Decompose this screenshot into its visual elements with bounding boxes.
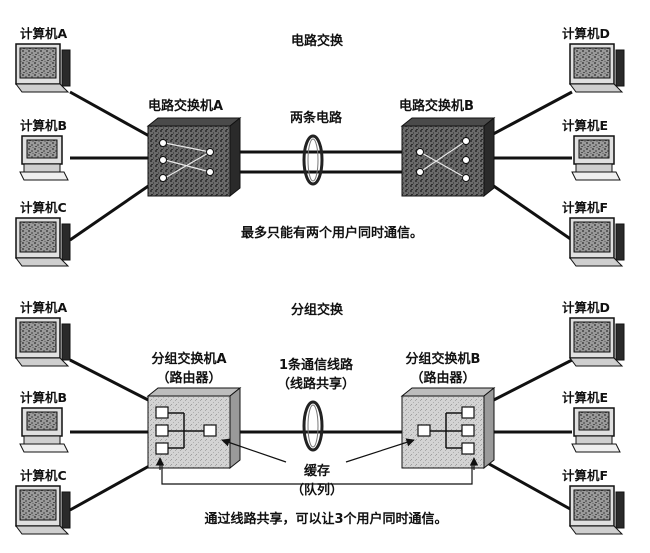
circuit-switching-title: 电路交换 [290,34,344,49]
packet-switch-a-label: 分组交换机A （路由器） [151,352,227,386]
computer-e-label: 计算机E [562,390,609,405]
circuit-caption: 最多只能有两个用户同时通信。 [240,226,424,241]
computer-icon [15,485,71,535]
computer-icon [569,217,625,267]
buffer-arrow-left [221,438,287,463]
packet-switch-b-label: 分组交换机B （路由器） [405,352,481,386]
computer-a-label: 计算机A [20,300,68,315]
computer-icon [19,135,69,181]
computer-d-label: 计算机D [562,26,610,41]
circuit-switch-b-label: 电路交换机B [399,99,474,114]
circuit-loop [302,134,324,186]
circuit-switch-a [146,116,242,198]
buffer-label: 缓存 （队列） [290,464,344,498]
buffer-arrow-right [345,438,415,463]
computer-icon [19,407,69,453]
packet-switching-title: 分组交换 [290,303,344,318]
circuit-switch-b [400,116,496,198]
packet-switch-b [400,386,496,470]
computer-icon [571,135,621,181]
computer-icon [569,317,625,367]
computer-f-label: 计算机F [562,200,609,215]
computer-b-label: 计算机B [20,118,68,133]
computer-icon [15,43,71,93]
computer-a-label: 计算机A [20,26,68,41]
computer-f-label: 计算机F [562,468,609,483]
computer-e-label: 计算机E [562,118,609,133]
computer-icon [569,43,625,93]
computer-icon [15,217,71,267]
computer-icon [15,317,71,367]
circuit-line-label: 两条电路 [289,111,343,126]
packet-links [69,358,573,512]
computer-c-label: 计算机C [20,200,67,215]
computer-icon [569,485,625,535]
computer-b-label: 计算机B [20,390,68,405]
packet-line-label: 1条通信线路 （线路共享） [276,358,356,392]
circuit-switch-a-label: 电路交换机A [148,99,224,114]
circuit-links [69,90,573,242]
computer-d-label: 计算机D [562,300,610,315]
packet-caption: 通过线路共享，可以让3个用户同时通信。 [204,512,448,527]
packet-switch-a [146,386,242,470]
computer-icon [571,407,621,453]
computer-c-label: 计算机C [20,468,67,483]
packet-loop [302,400,324,452]
queue-bracket [161,464,473,485]
